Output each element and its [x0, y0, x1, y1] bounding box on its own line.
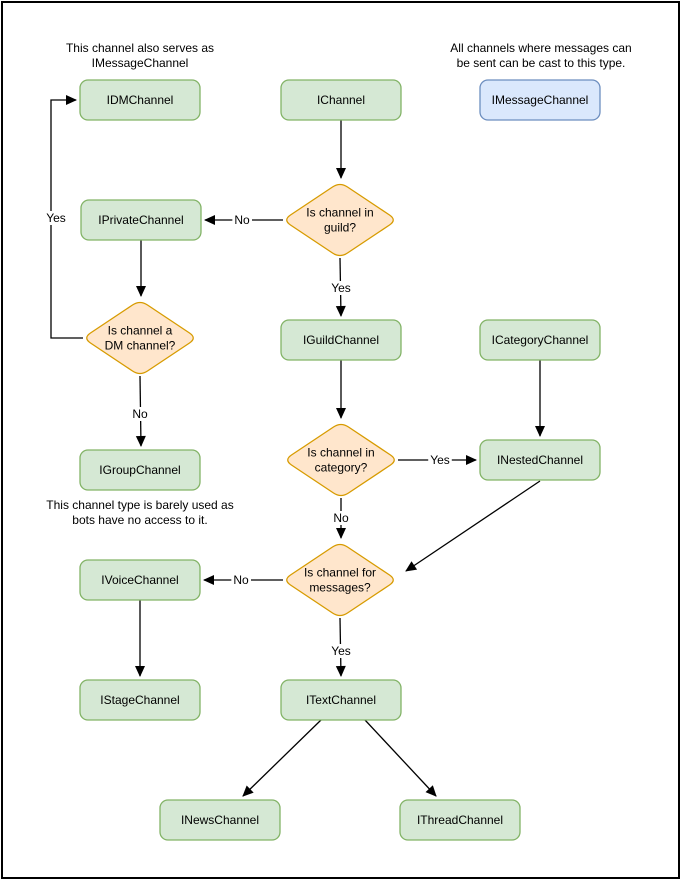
edge-label-bg-dm-q-yes	[44, 211, 68, 225]
node-is-channel-for-messages	[286, 543, 394, 617]
node-label-IGroupChannel: IGroupChannel	[99, 463, 180, 477]
node-label-INestedChannel: INestedChannel	[497, 453, 583, 467]
edge-label-bg-messages-q-yes	[329, 644, 353, 658]
node-ITextChannel	[280, 679, 402, 721]
edge-text-to-news	[242, 719, 322, 797]
node-label-ICategoryChannel: ICategoryChannel	[492, 333, 589, 347]
edge-label-dm-q-yes: Yes	[46, 211, 66, 225]
node-label-IVoiceChannel: IVoiceChannel	[101, 573, 178, 587]
node-IChannel	[280, 79, 402, 121]
node-is-channel-in-guild	[286, 183, 394, 257]
node-IStageChannel	[79, 679, 201, 721]
node-ICategoryChannel	[479, 319, 601, 361]
edge-label-bg-dm-q-no	[130, 407, 150, 421]
edge-label-guild-q-yes: Yes	[331, 281, 351, 295]
edge-label-messages-q-no: No	[233, 573, 249, 587]
node-INewsChannel	[159, 799, 281, 841]
edge-label-category-q-yes: Yes	[430, 453, 450, 467]
node-IMessageChannel	[479, 79, 601, 121]
edge-label-bg-category-q-yes	[428, 453, 452, 467]
node-label-IPrivateChannel: IPrivateChannel	[98, 213, 183, 227]
node-label-IThreadChannel: IThreadChannel	[417, 813, 503, 827]
node-label-ITextChannel: ITextChannel	[306, 693, 376, 707]
node-IDMChannel	[79, 79, 201, 121]
node-IThreadChannel	[399, 799, 521, 841]
edge-nested-to-messages-q	[405, 480, 541, 572]
edge-label-bg-category-q-no	[331, 511, 351, 525]
edge-label-bg-messages-q-no	[231, 573, 251, 587]
edge-label-dm-q-no: No	[132, 407, 148, 421]
node-label-IChannel: IChannel	[317, 93, 365, 107]
node-label-IDMChannel: IDMChannel	[107, 93, 174, 107]
edge-label-guild-q-no: No	[234, 213, 250, 227]
node-IGroupChannel	[79, 449, 201, 491]
node-label-IStageChannel: IStageChannel	[100, 693, 179, 707]
node-label-INewsChannel: INewsChannel	[181, 813, 259, 827]
edge-label-category-q-no: No	[333, 511, 349, 525]
node-IVoiceChannel	[79, 559, 201, 601]
node-IPrivateChannel	[80, 199, 202, 241]
edge-label-messages-q-yes: Yes	[331, 644, 351, 658]
node-label-IGuildChannel: IGuildChannel	[303, 333, 379, 347]
edge-text-to-thread	[364, 719, 437, 797]
node-is-channel-a-dm	[86, 301, 194, 375]
node-IGuildChannel	[280, 319, 402, 361]
edge-label-bg-guild-q-yes	[329, 281, 353, 295]
node-is-channel-in-category	[287, 423, 395, 497]
node-label-IMessageChannel: IMessageChannel	[492, 93, 589, 107]
edge-label-bg-guild-q-no	[232, 213, 252, 227]
node-INestedChannel	[479, 439, 601, 481]
